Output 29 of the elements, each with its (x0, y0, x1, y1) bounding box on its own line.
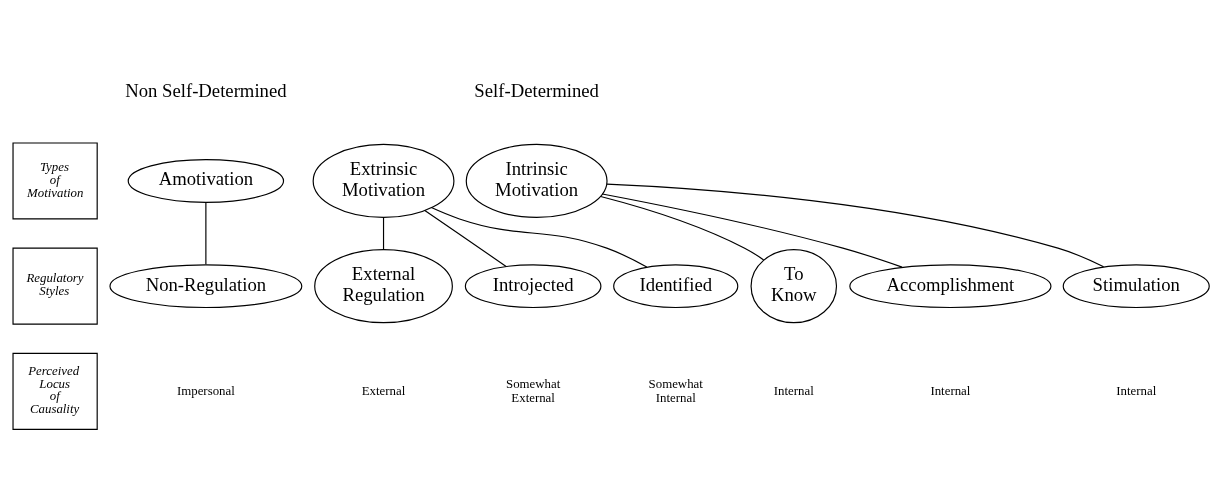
node-ellipse: Accomplishment (849, 263, 1052, 308)
node-box: Regulatory Styles (12, 247, 98, 325)
node-ellipse: External Regulation (314, 248, 453, 323)
connector (601, 192, 903, 268)
connector (600, 195, 765, 261)
label: Internal (930, 383, 971, 398)
connector (424, 209, 507, 267)
label: Somewhat Internal (648, 376, 703, 405)
node-ellipse: Extrinsic Motivation (312, 143, 455, 218)
label: Impersonal (176, 383, 235, 398)
node-ellipse: Stimulation (1062, 263, 1210, 308)
label: Somewhat External (506, 376, 561, 405)
label: Internal (773, 383, 814, 398)
connector (606, 183, 1105, 267)
node-ellipse: Introjected (464, 263, 602, 308)
connector (430, 206, 648, 268)
node-ellipse: To Know (750, 248, 838, 323)
node-ellipse: Amotivation (127, 158, 285, 203)
node-ellipse: Identified (613, 263, 739, 308)
label: Non Self-Determined (125, 79, 287, 101)
connector (382, 216, 385, 250)
node-ellipse: Non-Regulation (109, 263, 303, 308)
label: Internal (1116, 383, 1157, 398)
node-box: Perceived Locus of Causality (12, 352, 98, 430)
label: External (361, 383, 406, 398)
node-ellipse: Intrinsic Motivation (465, 143, 608, 218)
connector (205, 201, 207, 265)
label: Self-Determined (474, 79, 599, 101)
node-box: Types of Motivation (12, 141, 98, 220)
